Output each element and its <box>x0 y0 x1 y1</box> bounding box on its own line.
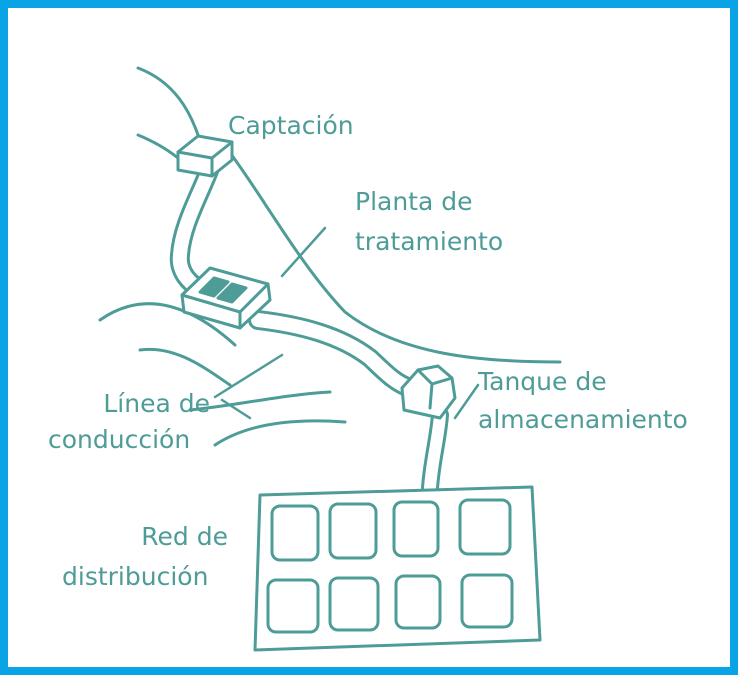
grid-cell <box>394 574 442 630</box>
grid-cell <box>458 498 512 556</box>
terrain-line <box>226 148 562 364</box>
pointer-linea <box>213 353 284 399</box>
grid-cell <box>266 578 320 634</box>
red-distribucion-grid <box>253 485 542 652</box>
label-linea-line1: Línea de <box>103 389 210 418</box>
label-tanque-line1: Tanque de <box>478 367 607 396</box>
terrain-line <box>136 133 180 160</box>
grid-cell <box>328 576 380 632</box>
terrain-line <box>213 419 347 447</box>
pointer-linea-cross <box>220 398 252 420</box>
pointer-planta <box>280 226 327 278</box>
label-planta-line2: tratamiento <box>355 227 504 256</box>
planta-structure <box>180 266 272 330</box>
label-red-line1: Red de <box>141 522 228 551</box>
label-linea-line2: conducción <box>48 425 191 454</box>
tanque-structure <box>400 364 457 420</box>
terrain-line <box>98 302 237 347</box>
grid-cell <box>270 504 320 562</box>
grid-cell <box>392 500 440 558</box>
grid-cell <box>460 573 514 629</box>
label-tanque-line2: almacenamiento <box>478 405 688 434</box>
terrain-line <box>188 390 332 412</box>
terrain-line <box>136 66 200 137</box>
grid-cell <box>328 502 378 560</box>
label-red-line2: distribución <box>62 562 209 591</box>
label-captacion: Captación <box>228 111 354 140</box>
captacion-structure <box>176 134 234 178</box>
label-planta-line1: Planta de <box>355 187 473 216</box>
pointer-tanque <box>453 383 480 420</box>
terrain-line <box>138 347 232 387</box>
